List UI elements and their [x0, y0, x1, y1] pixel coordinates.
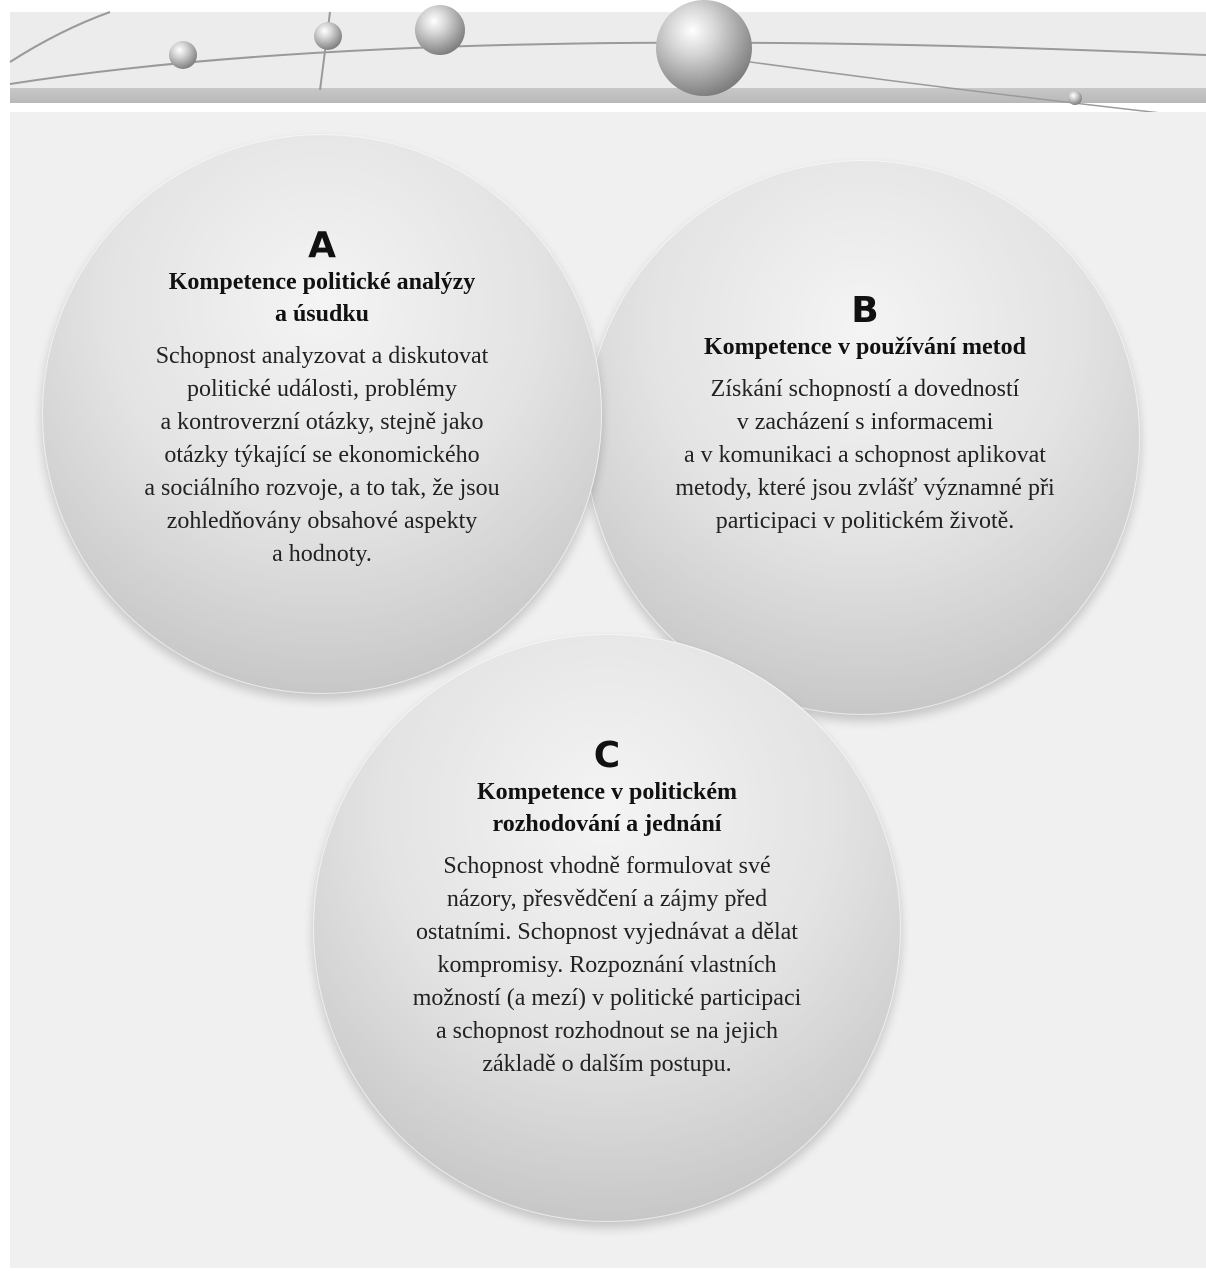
- competence-description: Získání schopností a dovedností v zacház…: [615, 373, 1115, 538]
- competence-title: Kompetence politické analýzy a úsudku: [102, 266, 542, 330]
- competence-c-text: C Kompetence v politickém rozhodování a …: [347, 736, 867, 1081]
- competence-description: Schopnost vhodně formulovat své názory, …: [347, 850, 867, 1081]
- description-line: a kontroverzní otázky, stejně jako: [160, 409, 484, 435]
- title-line: Kompetence v politickém: [477, 779, 737, 805]
- description-line: zohledňovány obsahové aspekty: [166, 508, 478, 534]
- sphere-icon: [314, 22, 342, 50]
- description-line: otázky týkající se ekonomického: [164, 442, 480, 468]
- header-decoration: [0, 0, 1206, 125]
- description-line: Schopnost analyzovat a diskutovat: [155, 343, 489, 369]
- sphere-icon: [415, 5, 465, 55]
- competence-b-text: B Kompetence v používání metod Získání s…: [615, 291, 1115, 538]
- header-band: [10, 88, 1206, 103]
- description-line: Získání schopností a dovedností: [710, 376, 1020, 402]
- competence-circle-a: [42, 134, 602, 694]
- competence-letter: A: [308, 225, 336, 266]
- description-line: základě o dalším postupu.: [482, 1051, 732, 1077]
- title-line: a úsudku: [274, 301, 370, 327]
- header-band-light: [10, 12, 1206, 90]
- description-line: kompromisy. Rozpoznání vlastních: [437, 952, 777, 978]
- competence-title: Kompetence v používání metod: [615, 331, 1115, 363]
- competence-letter: C: [593, 735, 621, 776]
- description-line: politické události, problémy: [187, 376, 457, 402]
- competence-circle-c: [313, 634, 901, 1222]
- sphere-icon: [169, 41, 197, 69]
- title-line: Kompetence v používání metod: [704, 334, 1026, 360]
- competence-a-text: A Kompetence politické analýzy a úsudku …: [102, 226, 542, 571]
- description-line: v zacházení s informacemi: [736, 409, 994, 435]
- title-line: rozhodování a jednání: [492, 811, 722, 837]
- description-line: a sociálního rozvoje, a to tak, že jsou: [144, 475, 500, 501]
- competence-letter: B: [851, 290, 879, 331]
- description-line: názory, přesvědčení a zájmy před: [446, 886, 768, 912]
- sphere-icon: [656, 0, 752, 96]
- description-line: možností (a mezí) v politické participac…: [412, 985, 802, 1011]
- sphere-icon: [1068, 91, 1082, 105]
- description-line: a hodnoty.: [272, 541, 372, 567]
- description-line: metody, které jsou zvlášť významné při: [675, 475, 1055, 501]
- description-line: a v komunikaci a schopnost aplikovat: [684, 442, 1046, 468]
- description-line: a schopnost rozhodnout se na jejich: [436, 1018, 778, 1044]
- competence-circle-b: [585, 160, 1140, 715]
- description-line: participaci v politickém životě.: [715, 508, 1015, 534]
- title-line: Kompetence politické analýzy: [168, 269, 476, 295]
- competence-title: Kompetence v politickém rozhodování a je…: [347, 776, 867, 840]
- description-line: Schopnost vhodně formulovat své: [443, 853, 771, 879]
- description-line: ostatními. Schopnost vyjednávat a dělat: [416, 919, 798, 945]
- competence-description: Schopnost analyzovat a diskutovat politi…: [102, 340, 542, 571]
